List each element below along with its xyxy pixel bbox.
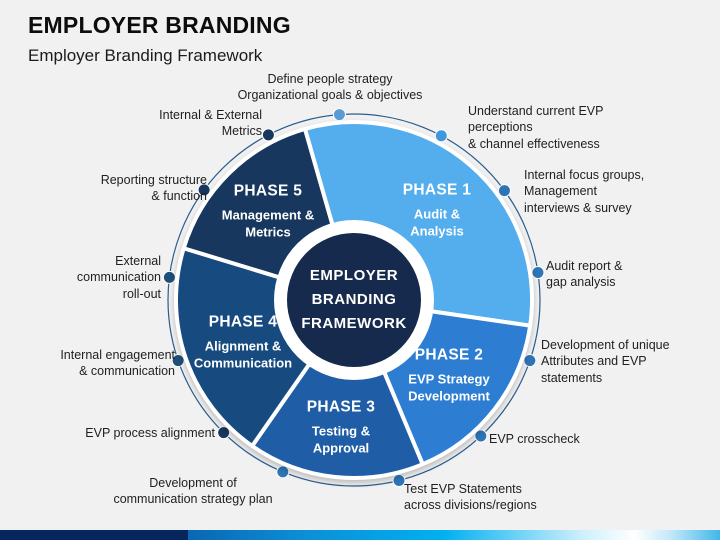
phase-label-2: PHASE 2 EVP Strategy Development [374, 347, 524, 406]
bottom-accent-bar [0, 530, 720, 540]
annotation: Development of unique Attributes and EVP… [541, 338, 670, 385]
annotation: Development of communication strategy pl… [113, 476, 273, 507]
annotation: External communication roll-out [76, 254, 161, 301]
anchor-dot [162, 270, 176, 284]
anchor-dot [392, 473, 406, 487]
anchor-dot [261, 128, 275, 142]
phase-label-4: PHASE 4 Alignment & Communication [168, 314, 318, 373]
center-hub-label: EMPLOYER BRANDING FRAMEWORK [301, 267, 407, 332]
phase-sublabel: Testing & Approval [311, 423, 371, 456]
wheel-segment-phase-3 [250, 298, 425, 480]
anchor-dot [217, 426, 231, 440]
phase-sublabel: Audit & Analysis [410, 206, 464, 239]
anchor-dot [197, 183, 211, 197]
anchor-dot [332, 108, 346, 122]
phase-sublabel: Alignment & Communication [193, 338, 293, 371]
annotation: Define people strategy Organizational go… [237, 72, 423, 103]
guide-circle [167, 113, 541, 487]
anchor-dot [276, 465, 290, 479]
bottom-bar-gradient-segment [188, 530, 720, 540]
phase-sublabel: Management & Metrics [221, 207, 315, 240]
annotation: Internal engagement & communication [60, 348, 175, 379]
anchor-dot [531, 266, 545, 280]
phase-label-1: PHASE 1 Audit & Analysis [362, 182, 512, 241]
phase-name: PHASE 1 [402, 181, 472, 199]
anchor-dot [497, 184, 511, 198]
phase-name: PHASE 4 [208, 313, 278, 331]
center-hub [287, 233, 421, 367]
page-subtitle: Employer Branding Framework [28, 46, 263, 65]
annotation: Understand current EVP perceptions & cha… [468, 104, 604, 151]
annotation: EVP process alignment [85, 426, 215, 440]
anchor-dot [474, 429, 488, 443]
annotation: Reporting structure & function [100, 173, 207, 204]
anchor-dot [171, 354, 185, 368]
phase-label-5: PHASE 5 Management & Metrics [193, 183, 343, 242]
annotation: EVP crosscheck [489, 432, 580, 446]
annotation: Test EVP Statements across divisions/reg… [404, 482, 537, 513]
annotation: Audit report & gap analysis [546, 259, 623, 290]
annotation: Internal & External Metrics [159, 108, 262, 139]
phase-name: PHASE 3 [306, 398, 376, 416]
phase-sublabel: EVP Strategy Development [408, 371, 490, 404]
phase-label-3: PHASE 3 Testing & Approval [266, 399, 416, 458]
phase-name: PHASE 2 [414, 346, 484, 364]
page-title: EMPLOYER BRANDING [28, 12, 291, 38]
annotation: Internal focus groups, Management interv… [524, 168, 645, 215]
anchor-dot [523, 354, 537, 368]
phase-name: PHASE 5 [233, 182, 303, 200]
anchor-dot [434, 129, 448, 143]
bottom-bar-navy-segment [0, 530, 188, 540]
